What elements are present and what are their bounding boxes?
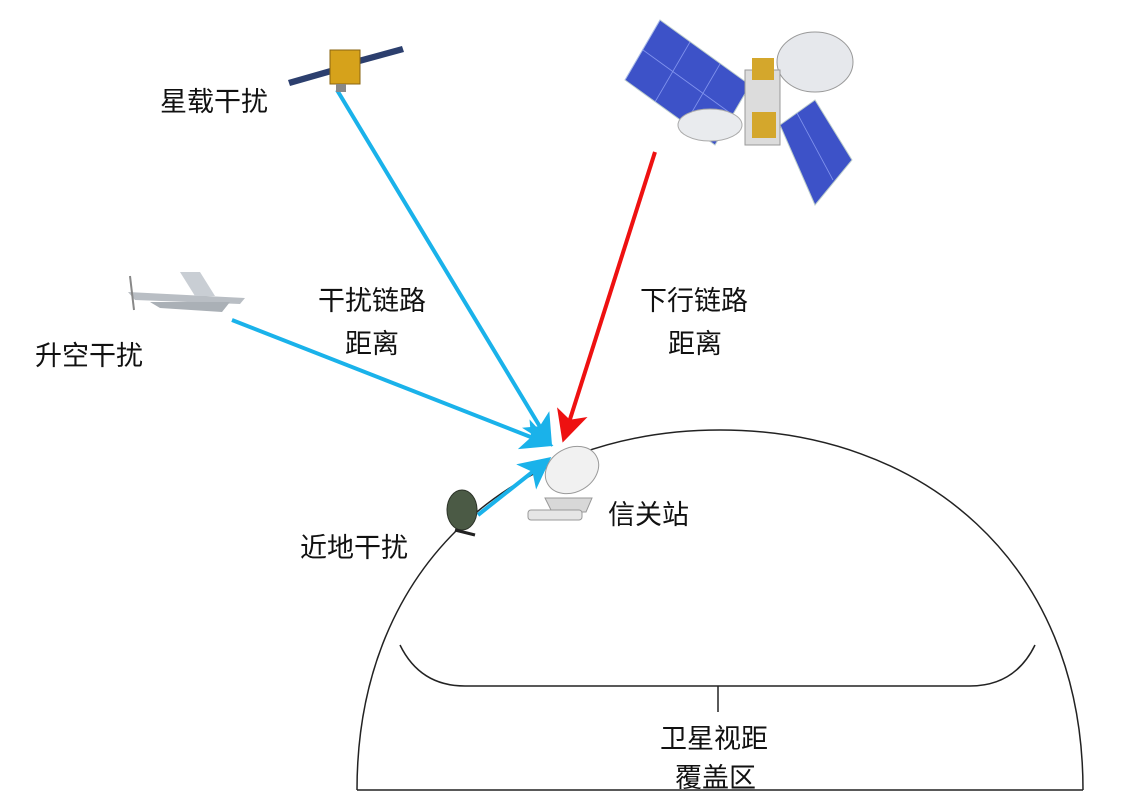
gateway-station-icon [527,445,600,521]
downlink-label-line2: 距离 [668,329,722,360]
coverage-bracket [399,644,1036,687]
gateway-station-label: 信关站 [608,500,689,531]
airborne-interference-arrow [231,318,554,450]
interference-link-label-line1: 干扰链路 [318,286,426,317]
spaceborne-interference-arrow [335,88,553,447]
downlink-label-line1: 下行链路 [640,286,748,317]
ground-jamming-label: 近地干扰 [300,533,408,564]
downlink-arrow [557,151,657,443]
coverage-dome [356,429,1084,791]
uav-icon [128,272,245,312]
jamming-satellite-icon [288,46,404,92]
interference-link-label-line2: 距离 [345,329,399,360]
coverage-label-line2: 覆盖区 [675,763,756,794]
ground-jammer-icon [446,489,478,537]
ground-interference-arrow [476,457,552,517]
coverage-label-line1: 卫星视距 [660,724,768,755]
airborne-jamming-label: 升空干扰 [35,341,143,372]
spaceborne-jamming-label: 星载干扰 [160,87,268,118]
communication-satellite-icon [624,19,854,206]
